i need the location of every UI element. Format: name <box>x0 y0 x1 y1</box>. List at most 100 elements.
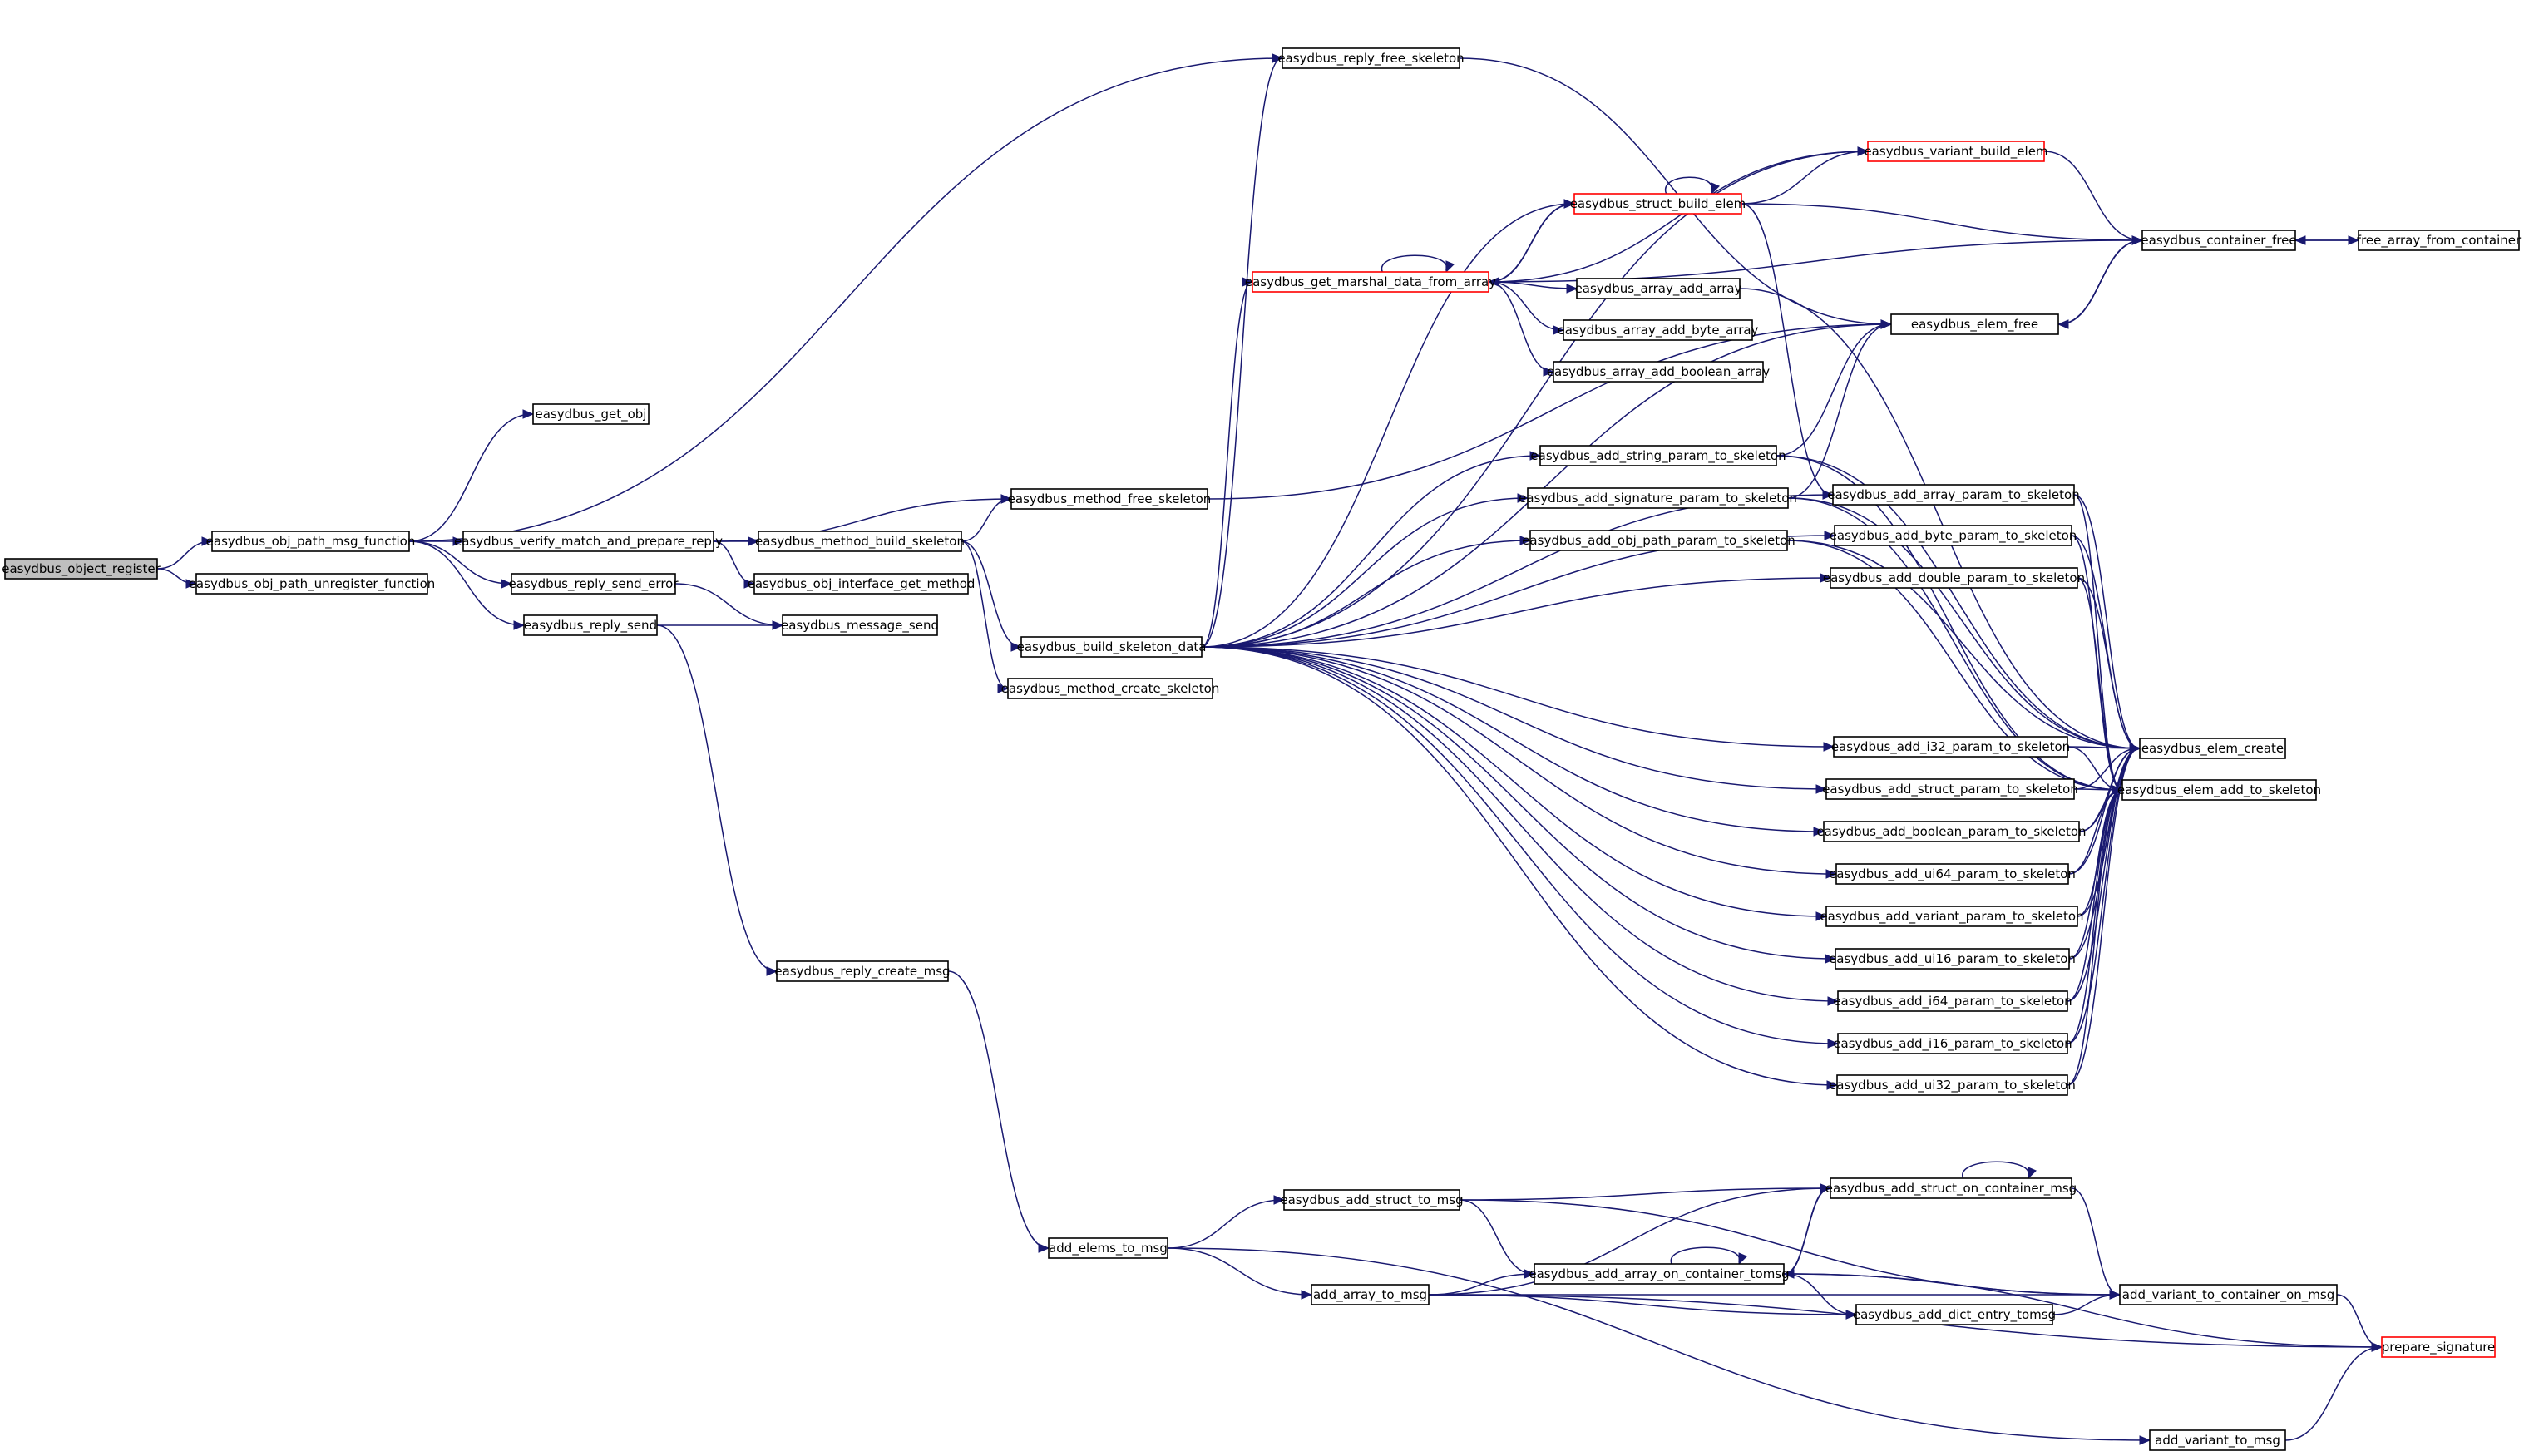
node-easydbus-obj-path-msg-function[interactable]: easydbus_obj_path_msg_function <box>206 531 416 552</box>
node-easydbus-add-byte-param-to-skeleton[interactable]: easydbus_add_byte_param_to_skeleton <box>1830 525 2077 546</box>
edge-line <box>1783 1273 1856 1315</box>
edge-line <box>2067 789 2122 1002</box>
node-easydbus-add-i32-param-to-skeleton[interactable]: easydbus_add_i32_param_to_skeleton <box>1831 736 2070 758</box>
node-easydbus-struct-build-elem[interactable]: easydbus_struct_build_elem <box>1570 193 1746 215</box>
node-easydbus-add-boolean-param-to-skeleton[interactable]: easydbus_add_boolean_param_to_skeleton <box>1816 821 2087 842</box>
edge-arrowhead <box>1711 182 1720 195</box>
node-add-elems-to-msg[interactable]: add_elems_to_msg <box>1048 1237 1168 1259</box>
node-label: easydbus_get_marshal_data_from_array <box>1245 274 1496 290</box>
edge-arrowhead <box>201 536 214 546</box>
edge-n2-n7 <box>408 540 513 589</box>
edge-n12-n16 <box>947 970 1050 1253</box>
node-box <box>1835 863 2069 885</box>
node-easydbus-message-send[interactable]: easydbus_message_send <box>781 614 939 636</box>
edge-line <box>1201 540 1530 648</box>
edge-arrowhead <box>1301 1290 1313 1300</box>
node-easydbus-verify-match-and-prepare-reply[interactable]: easydbus_verify_match_and_prepare_reply <box>454 531 723 552</box>
node-easydbus-array-add-boolean-array[interactable]: easydbus_array_add_boolean_array <box>1547 361 1770 383</box>
edge-arrowhead <box>1038 1243 1050 1253</box>
node-easydbus-obj-interface-get-method[interactable]: easydbus_obj_interface_get_method <box>748 573 976 595</box>
edge-line <box>1201 646 1838 1002</box>
edge-line <box>2057 239 2142 325</box>
node-label: easydbus_verify_match_and_prepare_reply <box>454 534 723 550</box>
edge-line <box>408 540 524 626</box>
edge-arrowhead <box>452 536 465 546</box>
node-easydbus-add-array-param-to-skeleton[interactable]: easydbus_add_array_param_to_skeleton <box>1827 484 2080 506</box>
edge-arrowhead <box>2139 1435 2151 1445</box>
node-easydbus-add-ui64-param-to-skeleton[interactable]: easydbus_add_ui64_param_to_skeleton <box>1829 863 2076 885</box>
edge-n8-n12 <box>656 624 778 976</box>
edge-line <box>408 540 511 585</box>
edge-line <box>1201 455 1540 648</box>
node-easydbus-method-free-skeleton[interactable]: easydbus_method_free_skeleton <box>1008 488 1212 510</box>
edge-line <box>1783 1273 2382 1348</box>
edge-line <box>1962 1161 2030 1179</box>
node-easydbus-elem-add-to-skeleton[interactable]: easydbus_elem_add_to_skeleton <box>2117 779 2321 801</box>
node-easydbus-build-skeleton-data[interactable]: easydbus_build_skeleton_data <box>1017 636 1207 658</box>
node-easydbus-add-dict-entry-tomsg[interactable]: easydbus_add_dict_entry_tomsg <box>1853 1304 2056 1325</box>
node-easydbus-add-struct-on-container-msg[interactable]: easydbus_add_struct_on_container_msg <box>1825 1177 2077 1199</box>
node-easydbus-reply-create-msg[interactable]: easydbus_reply_create_msg <box>774 960 951 982</box>
node-easydbus-array-add-array[interactable]: easydbus_array_add_array <box>1575 278 1742 299</box>
node-box <box>1832 484 2075 506</box>
node-box <box>1576 278 1741 299</box>
node-easydbus-variant-build-elem[interactable]: easydbus_variant_build_elem <box>1864 141 2048 162</box>
edge-n30-n28 <box>2057 235 2144 325</box>
edge-n22-n43 <box>1739 288 2141 753</box>
node-easydbus-add-signature-param-to-skeleton[interactable]: easydbus_add_signature_param_to_skeleton <box>1519 487 1797 509</box>
node-add-array-to-msg[interactable]: add_array_to_msg <box>1311 1284 1430 1305</box>
node-easydbus-method-build-skeleton[interactable]: easydbus_method_build_skeleton <box>755 531 965 552</box>
node-easydbus-add-struct-to-msg[interactable]: easydbus_add_struct_to_msg <box>1280 1189 1464 1211</box>
node-easydbus-add-ui32-param-to-skeleton[interactable]: easydbus_add_ui32_param_to_skeleton <box>1829 1074 2076 1096</box>
node-easydbus-add-ui16-param-to-skeleton[interactable]: easydbus_add_ui16_param_to_skeleton <box>1829 948 2076 970</box>
edge-arrowhead <box>997 684 1010 693</box>
node-label: add_elems_to_msg <box>1049 1241 1168 1256</box>
node-easydbus-get-marshal-data-from-array[interactable]: easydbus_get_marshal_data_from_array <box>1245 271 1496 293</box>
edge-line <box>1201 646 1824 832</box>
edge-line <box>2043 151 2142 241</box>
edge-n28-n30 <box>2057 239 2143 329</box>
node-easydbus-reply-send-error[interactable]: easydbus_reply_send_error <box>509 573 679 595</box>
edge-n1-n2 <box>156 536 214 570</box>
edge-arrowhead <box>1820 1183 1832 1193</box>
node-free-array-from-container[interactable]: free_array_from_container <box>2357 230 2522 251</box>
node-easydbus-add-i64-param-to-skeleton[interactable]: easydbus_add_i64_param_to_skeleton <box>1833 990 2072 1012</box>
edge-line <box>656 624 777 972</box>
node-easydbus-add-i16-param-to-skeleton[interactable]: easydbus_add_i16_param_to_skeleton <box>1833 1033 2072 1054</box>
node-add-variant-to-container-on-msg[interactable]: add_variant_to_container_on_msg <box>2119 1284 2338 1305</box>
edge-line <box>1201 646 1826 917</box>
node-label: easydbus_method_create_skeleton <box>1001 681 1220 697</box>
node-easydbus-obj-path-unregister-function[interactable]: easydbus_obj_path_unregister_function <box>189 573 436 595</box>
node-easydbus-add-variant-param-to-skeleton[interactable]: easydbus_add_variant_param_to_skeleton <box>1820 906 2084 927</box>
node-label: easydbus_method_build_skeleton <box>755 534 965 550</box>
edge-n2-n4 <box>408 409 535 542</box>
node-label: easydbus_add_ui64_param_to_skeleton <box>1829 866 2076 882</box>
node-easydbus-add-string-param-to-skeleton[interactable]: easydbus_add_string_param_to_skeleton <box>1530 445 1786 466</box>
node-easydbus-method-create-skeleton[interactable]: easydbus_method_create_skeleton <box>1001 678 1220 699</box>
node-easydbus-get-obj[interactable]: easydbus_get_obj <box>532 403 650 425</box>
node-easydbus-add-double-param-to-skeleton[interactable]: easydbus_add_double_param_to_skeleton <box>1823 567 2085 589</box>
edge-n2-n5 <box>408 53 1284 542</box>
node-easydbus-add-obj-path-param-to-skeleton[interactable]: easydbus_add_obj_path_param_to_skeleton <box>1522 530 1795 551</box>
node-easydbus-elem-free[interactable]: easydbus_elem_free <box>1890 313 2059 335</box>
node-easydbus-reply-free-skeleton[interactable]: easydbus_reply_free_skeleton <box>1277 47 1465 69</box>
node-prepare-signature[interactable]: prepare_signature <box>2381 1336 2496 1358</box>
node-box <box>2358 230 2520 251</box>
edge-line <box>2067 746 2140 749</box>
edge-line <box>2067 748 2140 1086</box>
node-easydbus-add-struct-param-to-skeleton[interactable]: easydbus_add_struct_param_to_skeleton <box>1822 778 2078 800</box>
node-easydbus-elem-create[interactable]: easydbus_elem_create <box>2139 738 2286 759</box>
node-easydbus-reply-send[interactable]: easydbus_reply_send <box>523 614 658 636</box>
node-easydbus-container-free[interactable]: easydbus_container_free <box>2141 230 2297 251</box>
edge-n46-n45 <box>1783 1183 1832 1275</box>
edge-n45-n46 <box>1782 1187 1831 1279</box>
edge-arrowhead <box>1566 284 1578 294</box>
node-easydbus-array-add-byte-array[interactable]: easydbus_array_add_byte_array <box>1558 319 1759 341</box>
edge-arrowhead <box>1529 451 1542 461</box>
edge-n9-n14 <box>961 540 1023 652</box>
node-add-variant-to-msg[interactable]: add_variant_to_msg <box>2149 1429 2286 1451</box>
node-easydbus-object-register[interactable]: easydbus_object_register <box>2 558 161 580</box>
edge-line <box>1488 239 2142 283</box>
edge-n42-n44 <box>2067 785 2124 1086</box>
node-easydbus-add-array-on-container-tomsg[interactable]: easydbus_add_array_on_container_tomsg <box>1529 1263 1790 1285</box>
